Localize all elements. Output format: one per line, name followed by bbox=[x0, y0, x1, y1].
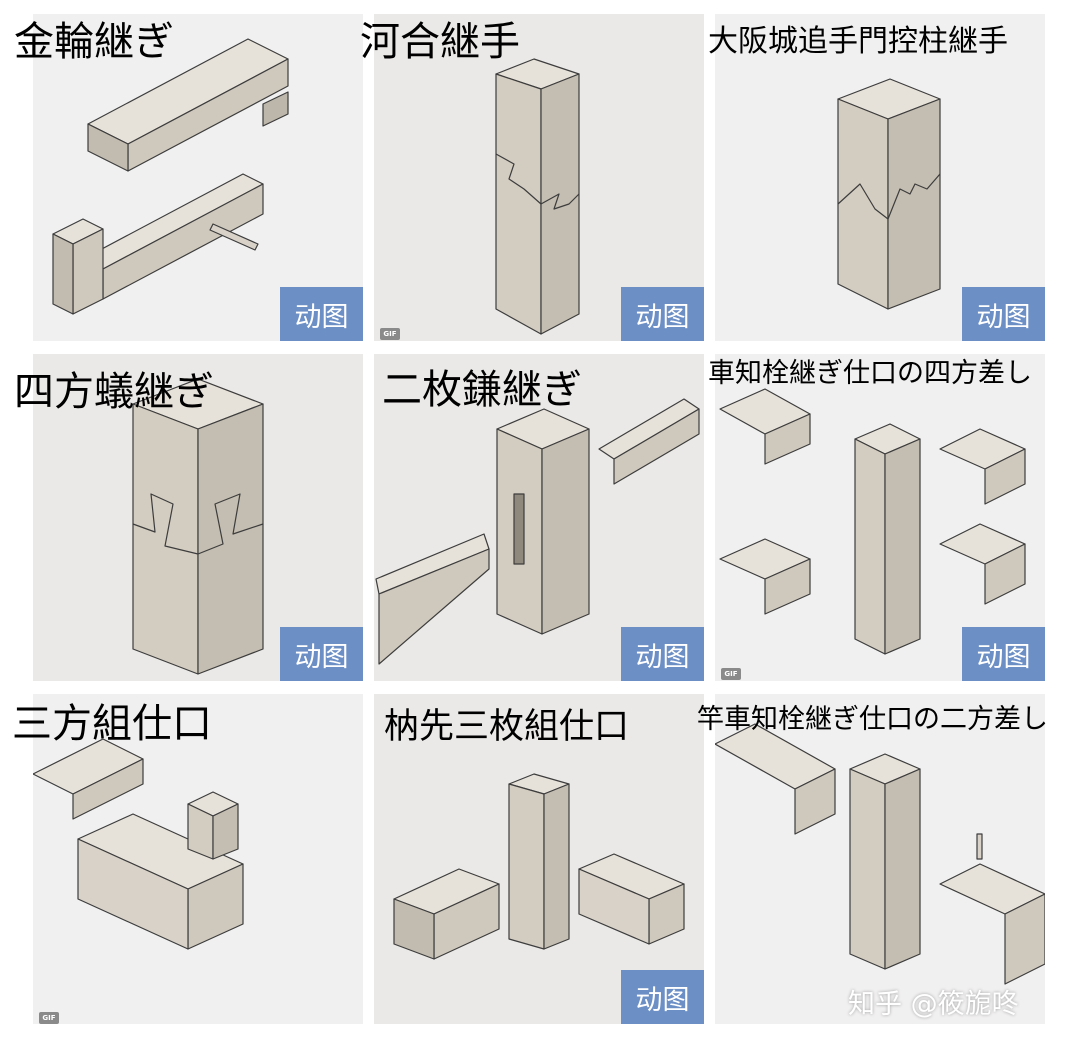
shachisen-shiho-illustration bbox=[719, 388, 1026, 655]
tile-shachisen-shiho-sashi[interactable]: GIF 动图 bbox=[715, 354, 1045, 681]
kawai-joint-illustration bbox=[495, 58, 580, 335]
gif-label: GIF bbox=[721, 668, 741, 680]
tile-shiho-ari-tsugi[interactable]: 动图 bbox=[33, 354, 363, 681]
tile-kanawa-tsugi[interactable]: 动图 bbox=[33, 14, 363, 341]
title-kawai-tsugite: 河合継手 bbox=[360, 19, 520, 65]
tile-hozosaki-sanmai-gumi[interactable]: 动图 bbox=[374, 694, 704, 1024]
title-sanpo-gumi-shiguchi: 三方組仕口 bbox=[12, 701, 212, 747]
gif-label: GIF bbox=[380, 328, 400, 340]
nimai-kama-joint-illustration bbox=[375, 398, 700, 665]
title-sao-shachisen-niho-sashi: 竿車知栓継ぎ仕口の二方差し bbox=[697, 704, 1048, 735]
animated-badge[interactable]: 动图 bbox=[280, 287, 363, 341]
animated-badge[interactable]: 动图 bbox=[621, 287, 704, 341]
animated-badge[interactable]: 动图 bbox=[962, 627, 1045, 681]
sanpo-gumi-illustration bbox=[33, 738, 244, 950]
animated-badge[interactable]: 动图 bbox=[621, 627, 704, 681]
title-shiho-ari-tsugi: 四方蟻継ぎ bbox=[14, 369, 214, 415]
watermark: 知乎 @筱旎咚 bbox=[848, 989, 1019, 1020]
animated-badge[interactable]: 动图 bbox=[280, 627, 363, 681]
hozosaki-illustration bbox=[393, 773, 685, 960]
tile-sanpo-gumi-shiguchi[interactable]: GIF bbox=[33, 694, 363, 1024]
osaka-joint-illustration bbox=[837, 78, 941, 310]
tile-kawai-tsugite[interactable]: GIF 动图 bbox=[374, 14, 704, 341]
title-osaka-castle-joint: 大阪城追手門控柱継手 bbox=[708, 24, 1008, 59]
title-hozosaki-sanmai-gumi: 枘先三枚組仕口 bbox=[384, 707, 630, 747]
tile-osaka-castle-joint[interactable]: 动图 bbox=[715, 14, 1045, 341]
tile-sao-shachisen-niho-sashi[interactable] bbox=[715, 694, 1045, 1024]
gif-label: GIF bbox=[39, 1012, 59, 1024]
tile-nimai-kama-tsugi[interactable]: 动图 bbox=[374, 354, 704, 681]
animated-badge[interactable]: 动图 bbox=[962, 287, 1045, 341]
title-kanawa-tsugi: 金輪継ぎ bbox=[14, 19, 174, 65]
sao-shachisen-illustration bbox=[715, 723, 1045, 985]
animated-badge[interactable]: 动图 bbox=[621, 970, 704, 1024]
title-shachisen-shiho-sashi: 車知栓継ぎ仕口の四方差し bbox=[708, 358, 1032, 389]
title-nimai-kama-tsugi: 二枚鎌継ぎ bbox=[382, 367, 582, 413]
shiho-ari-joint-illustration bbox=[132, 378, 264, 675]
kanawa-joint-illustration bbox=[52, 38, 289, 315]
